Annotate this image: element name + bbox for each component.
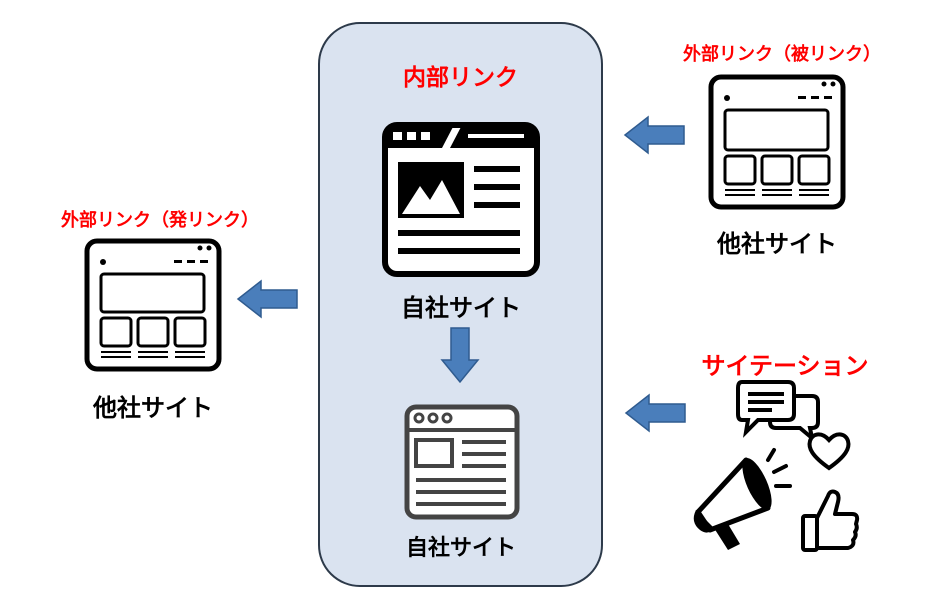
megaphone-icon xyxy=(693,448,792,550)
own-site-sub-label: 自社サイト xyxy=(405,536,516,561)
arrow-left-citation xyxy=(624,393,686,433)
arrow-down xyxy=(440,327,480,384)
inbound-site-icon xyxy=(708,74,846,210)
arrow-left-inbound xyxy=(623,115,685,155)
own-site-main-label: 自社サイト xyxy=(401,294,521,322)
thumbs-up-icon xyxy=(801,489,860,552)
outbound-site-label: 他社サイト xyxy=(93,394,213,422)
internal-link-title: 内部リンク xyxy=(403,65,518,91)
heart-icon xyxy=(807,432,851,471)
speech-bubbles-icon xyxy=(736,380,820,444)
inbound-link-title: 外部リンク（被リンク） xyxy=(683,44,881,65)
arrow-left-outbound xyxy=(236,279,298,319)
outbound-site-icon xyxy=(84,238,222,372)
outbound-link-title: 外部リンク（発リンク） xyxy=(61,210,259,231)
own-site-main-icon xyxy=(382,122,540,277)
citation-title: サイテーション xyxy=(701,352,869,380)
inbound-site-label: 他社サイト xyxy=(717,230,837,258)
own-site-sub-icon xyxy=(404,404,520,520)
